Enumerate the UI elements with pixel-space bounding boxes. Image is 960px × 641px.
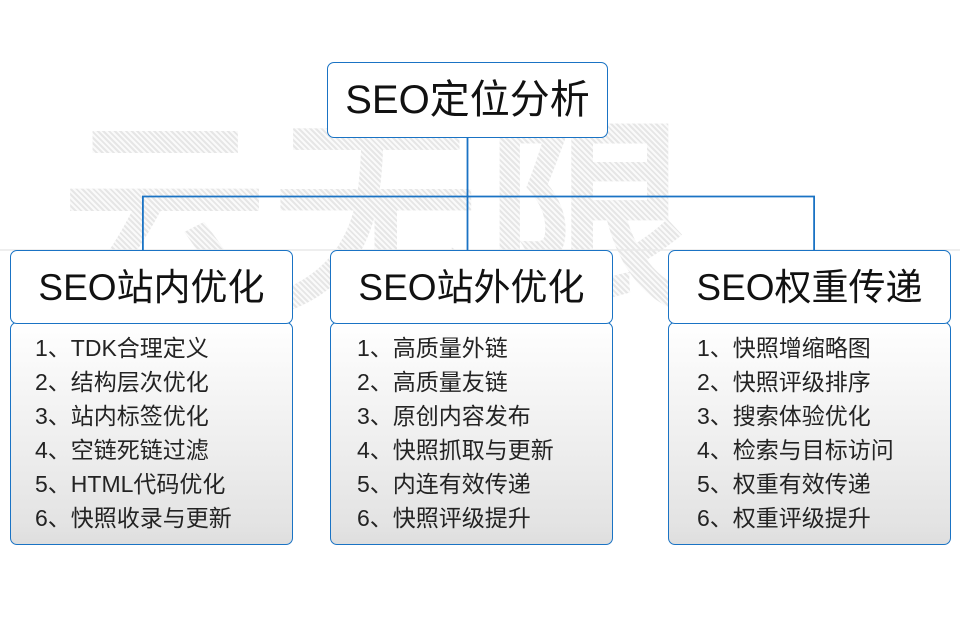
branch-title-1: SEO站内优化 xyxy=(38,266,265,308)
list-item: 2、高质量友链 xyxy=(357,369,508,395)
list-item: 2、结构层次优化 xyxy=(35,369,209,395)
list-item: 5、内连有效传递 xyxy=(357,471,531,497)
branch-card-3[interactable]: SEO权重传递 1、快照增缩略图 2、快照评级排序 3、搜索体验优化 4、检索与… xyxy=(668,250,951,545)
list-item: 3、搜索体验优化 xyxy=(697,403,871,429)
branch-card-2[interactable]: SEO站外优化 1、高质量外链 2、高质量友链 3、原创内容发布 4、快照抓取与… xyxy=(330,250,613,545)
list-item: 1、快照增缩略图 xyxy=(697,335,871,361)
list-item: 4、检索与目标访问 xyxy=(697,437,894,463)
branch-card-1[interactable]: SEO站内优化 1、TDK合理定义 2、结构层次优化 3、站内标签优化 4、空链… xyxy=(10,250,293,545)
list-item: 6、快照收录与更新 xyxy=(35,505,232,531)
list-item: 3、站内标签优化 xyxy=(35,403,209,429)
branch-title-3: SEO权重传递 xyxy=(696,266,923,308)
branch-body-3: 1、快照增缩略图 2、快照评级排序 3、搜索体验优化 4、检索与目标访问 5、权… xyxy=(668,322,951,545)
list-item: 5、权重有效传递 xyxy=(697,471,871,497)
list-item: 4、空链死链过滤 xyxy=(35,437,209,463)
list-item: 1、TDK合理定义 xyxy=(35,335,209,361)
list-item: 3、原创内容发布 xyxy=(357,403,531,429)
branch-body-2: 1、高质量外链 2、高质量友链 3、原创内容发布 4、快照抓取与更新 5、内连有… xyxy=(330,322,613,545)
list-item: 4、快照抓取与更新 xyxy=(357,437,554,463)
branch-title-2: SEO站外优化 xyxy=(358,266,585,308)
root-node[interactable]: SEO定位分析 xyxy=(327,62,608,138)
list-item: 2、快照评级排序 xyxy=(697,369,871,395)
root-node-label: SEO定位分析 xyxy=(345,78,590,122)
branch-list-2: 1、高质量外链 2、高质量友链 3、原创内容发布 4、快照抓取与更新 5、内连有… xyxy=(331,337,612,530)
list-item: 6、权重评级提升 xyxy=(697,505,871,531)
list-item: 1、高质量外链 xyxy=(357,335,508,361)
list-item: 6、快照评级提升 xyxy=(357,505,531,531)
branch-body-1: 1、TDK合理定义 2、结构层次优化 3、站内标签优化 4、空链死链过滤 5、H… xyxy=(10,322,293,545)
branch-header-1[interactable]: SEO站内优化 xyxy=(10,250,293,324)
branch-list-1: 1、TDK合理定义 2、结构层次优化 3、站内标签优化 4、空链死链过滤 5、H… xyxy=(11,337,292,530)
branch-list-3: 1、快照增缩略图 2、快照评级排序 3、搜索体验优化 4、检索与目标访问 5、权… xyxy=(669,337,950,530)
branch-header-2[interactable]: SEO站外优化 xyxy=(330,250,613,324)
branch-header-3[interactable]: SEO权重传递 xyxy=(668,250,951,324)
list-item: 5、HTML代码优化 xyxy=(35,471,226,497)
